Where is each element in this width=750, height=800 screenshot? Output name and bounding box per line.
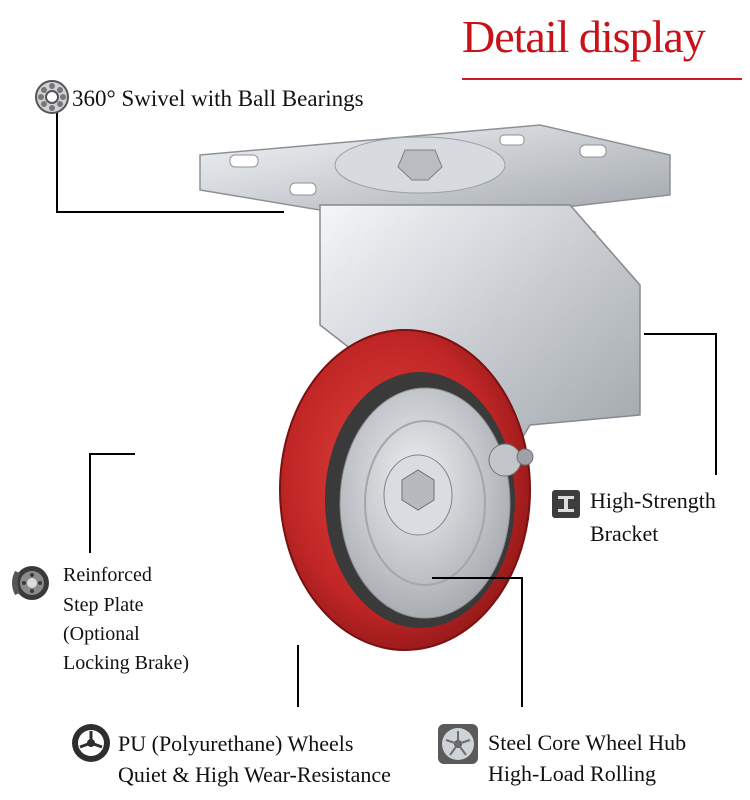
brake-label-line2: Step Plate bbox=[63, 594, 144, 616]
hub-leader-line-v bbox=[521, 577, 523, 707]
hub-label-line1: Steel Core Wheel Hub bbox=[488, 730, 687, 755]
wheel-label-line2: Quiet & High Wear-Resistance bbox=[118, 762, 391, 787]
brake-label-line1: Reinforced bbox=[63, 564, 152, 586]
bracket-leader-line-h bbox=[644, 333, 716, 335]
hub-icon bbox=[438, 724, 478, 764]
swivel-label: 360° Swivel with Ball Bearings bbox=[72, 86, 364, 111]
brake-label-line3: (Optional bbox=[63, 623, 140, 645]
hub-leader-line-h bbox=[432, 577, 522, 579]
caster-wheel-image bbox=[199, 124, 671, 651]
brake-disc-icon bbox=[12, 566, 49, 600]
brake-leader-line-h bbox=[89, 453, 135, 455]
brake-leader-line-v bbox=[89, 453, 91, 553]
hub-label-line2: High-Load Rolling bbox=[488, 761, 657, 786]
bracket-label-line1: High-Strength bbox=[590, 488, 716, 513]
bracket-leader-line-v bbox=[715, 333, 717, 475]
bracket-label-line2: Bracket bbox=[590, 521, 659, 546]
wheel-label-line1: PU (Polyurethane) Wheels bbox=[118, 731, 354, 756]
swivel-leader-line-h bbox=[56, 211, 284, 213]
wheel-leader-line bbox=[297, 645, 299, 707]
brake-label-line4: Locking Brake) bbox=[63, 652, 190, 674]
ball-bearing-icon bbox=[35, 80, 69, 114]
wheel-icon bbox=[72, 724, 110, 762]
page-title: Detail display bbox=[462, 11, 706, 62]
swivel-leader-line bbox=[56, 112, 58, 212]
title-underline bbox=[462, 78, 742, 80]
i-beam-icon bbox=[552, 490, 580, 518]
